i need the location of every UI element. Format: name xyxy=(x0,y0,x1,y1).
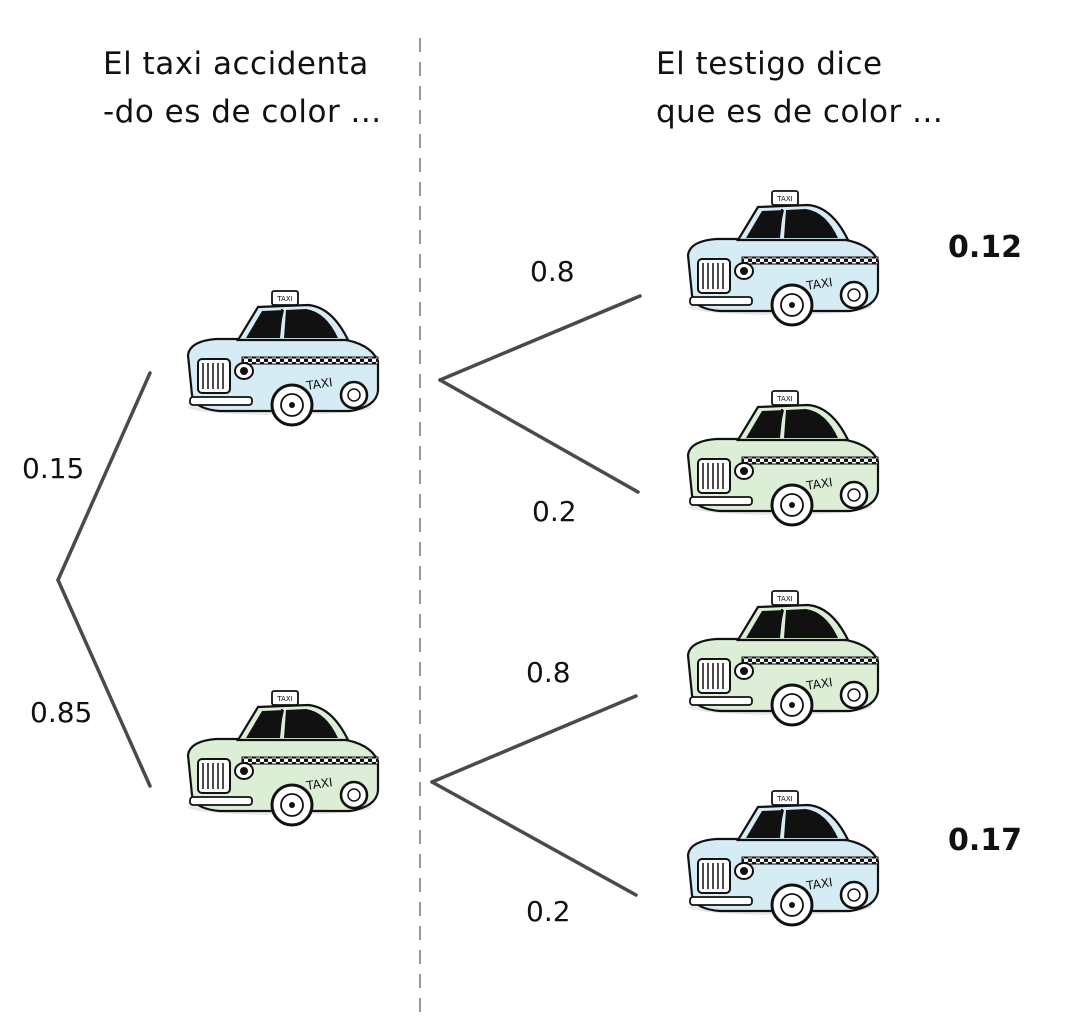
result-blue-blue: 0.12 xyxy=(948,230,1023,265)
prob-blue-says-green: 0.2 xyxy=(532,495,577,528)
heading-right-line-1: El testigo dice xyxy=(656,46,883,82)
result-green-blue: 0.17 xyxy=(948,823,1023,858)
taxi-green-witness-blue xyxy=(686,789,880,927)
prob-blue-accident: 0.15 xyxy=(22,452,85,485)
taxi-green-accident xyxy=(186,689,380,827)
heading-left-line-1: El taxi accidenta xyxy=(103,46,369,82)
taxi-blue-witness-blue xyxy=(686,189,880,327)
prob-green-says-blue: 0.2 xyxy=(526,895,571,928)
heading-accident-taxi: El taxi accidenta -do es de color ... xyxy=(103,40,382,136)
taxi-green-witness-green xyxy=(686,589,880,727)
taxi-blue-witness-green xyxy=(686,389,880,527)
prob-green-accident: 0.85 xyxy=(30,696,93,729)
branch-root-to-green xyxy=(56,578,152,788)
branch-green-to-blue xyxy=(430,780,638,897)
branch-blue-to-green xyxy=(438,378,640,494)
heading-witness-says: El testigo dice que es de color ... xyxy=(656,40,943,136)
heading-left-line-2: -do es de color ... xyxy=(103,94,382,130)
prob-green-says-green: 0.8 xyxy=(526,656,571,689)
prob-blue-says-blue: 0.8 xyxy=(530,255,575,288)
taxi-blue-accident xyxy=(186,289,380,427)
branch-green-to-green xyxy=(430,694,638,784)
heading-right-line-2: que es de color ... xyxy=(656,94,944,130)
branch-root-to-blue xyxy=(56,371,152,582)
branch-blue-to-blue xyxy=(438,294,642,382)
